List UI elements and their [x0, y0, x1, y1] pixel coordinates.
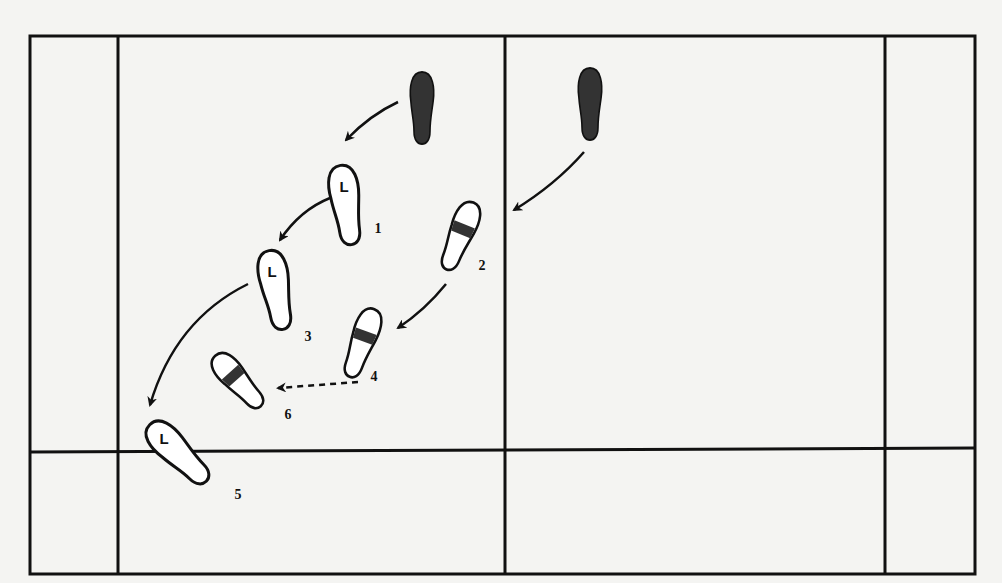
step-number: 3: [305, 330, 312, 344]
step-number: 5: [235, 488, 242, 502]
foot-letter: L: [159, 431, 168, 446]
step-number: 1: [375, 222, 382, 236]
step-number: 6: [285, 408, 292, 422]
step-number: 4: [371, 370, 378, 384]
footprints: [139, 68, 601, 492]
court-lines: [30, 36, 975, 574]
step-number: 2: [479, 259, 486, 273]
foot-letter: L: [267, 264, 276, 279]
movement-arrows: [150, 102, 584, 405]
foot-letter: L: [339, 179, 348, 194]
